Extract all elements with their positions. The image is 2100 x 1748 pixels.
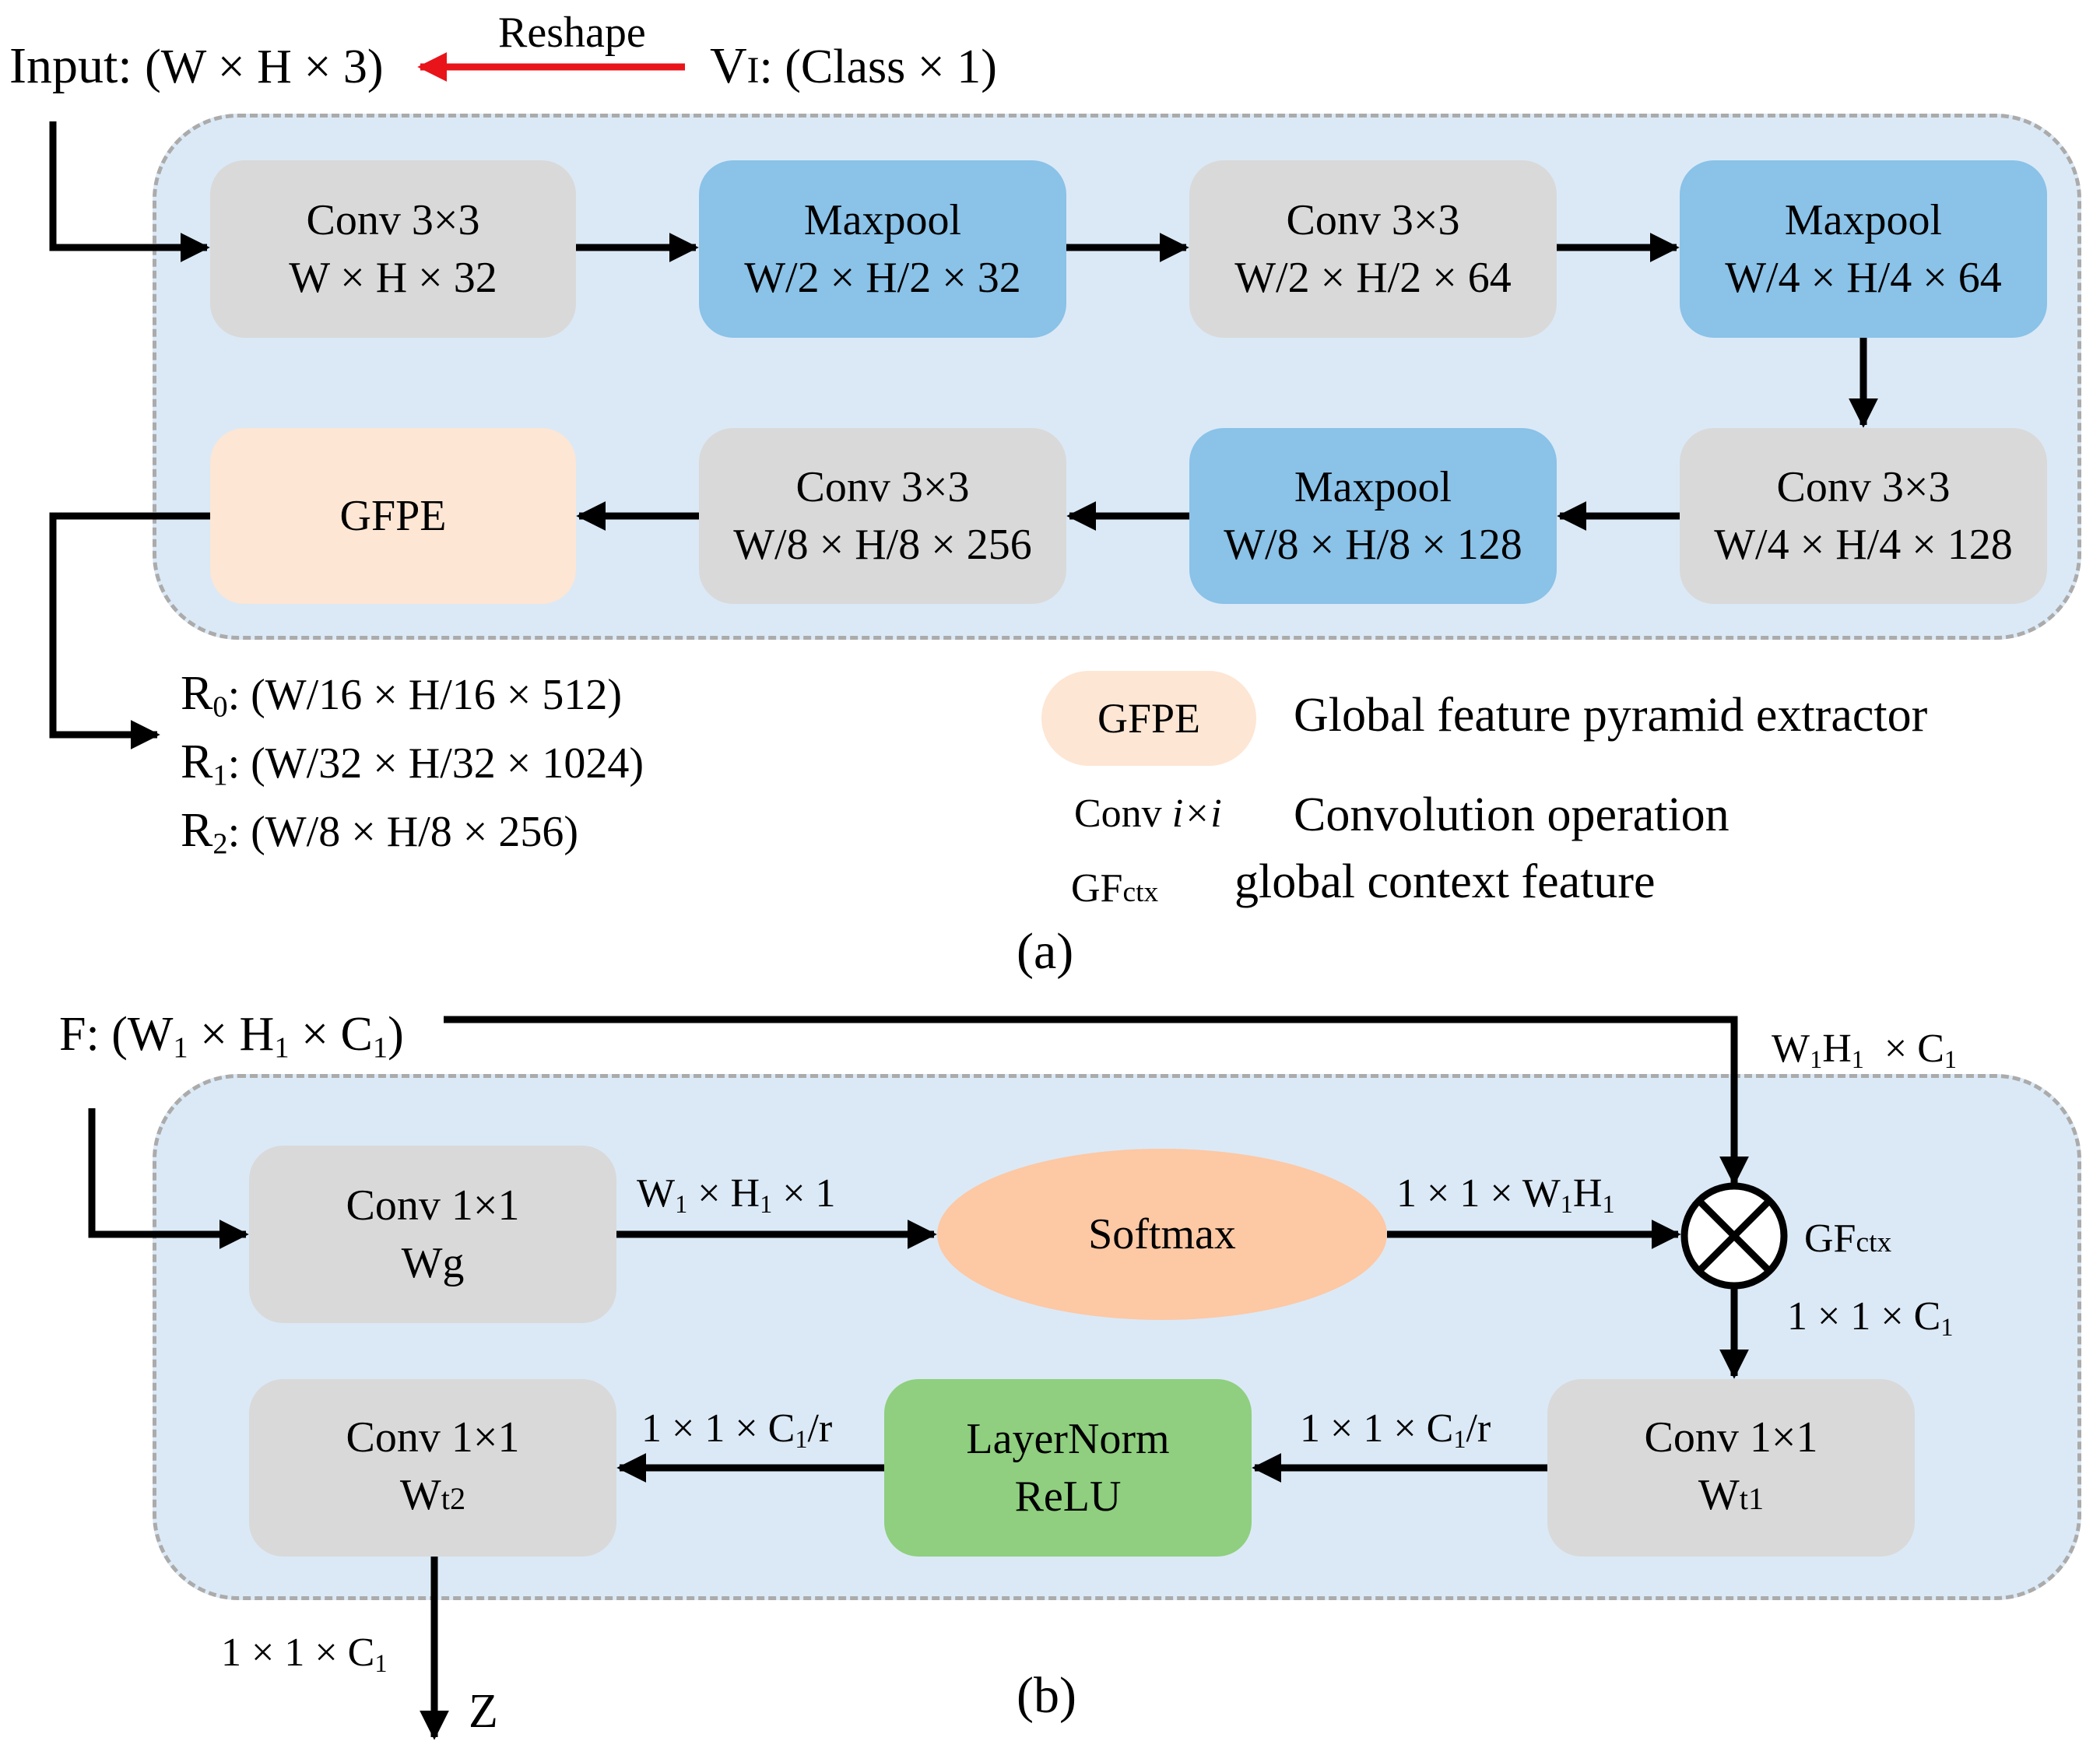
arrow-input-to-conv1 — [49, 121, 210, 262]
legend-gfctx-label: GFctx — [1071, 866, 1159, 911]
legend-conv-label: Conv i×i — [1074, 792, 1222, 836]
reshape-label: Reshape — [498, 9, 646, 57]
legend-gfpe-chip: GFPE — [1041, 671, 1256, 766]
edge-label-wt1-ln: 1 × 1 × C1/r — [1300, 1406, 1491, 1454]
output-z-label: Z — [469, 1685, 498, 1738]
arrow-gfpe-outputs — [49, 512, 210, 749]
edge-label-softmax-mul: 1 × 1 × W1H1 — [1396, 1171, 1615, 1219]
input-label: Input: (W × H × 3) — [9, 37, 384, 94]
edge-label-wg-softmax: W1 × H1 × 1 — [637, 1171, 836, 1219]
caption-b: (b) — [1017, 1667, 1076, 1724]
output-r1: R1: (W/32 × H/32 × 1024) — [181, 735, 644, 792]
legend-conv-desc: Convolution operation — [1294, 788, 1730, 841]
arrow-f-to-wg — [88, 1108, 249, 1249]
f-input-label: F: (W1 × H1 × C1) — [59, 1008, 404, 1065]
legend-gfpe-desc: Global feature pyramid extractor — [1294, 689, 1928, 742]
legend-gfctx-desc: global context feature — [1234, 855, 1656, 908]
conv1x1-wt2-box: Conv 1×1 Wt2 — [249, 1379, 616, 1557]
output-r2: R2: (W/8 × H/8 × 256) — [181, 804, 579, 861]
edge-label-out: 1 × 1 × C1 — [221, 1630, 388, 1678]
gfpe-box: GFPE — [210, 428, 576, 604]
edge-label-mul-down: 1 × 1 × C1 — [1787, 1294, 1954, 1342]
multiply-icon — [1680, 1182, 1788, 1290]
edge-label-ln-wt2: 1 × 1 × C1/r — [641, 1406, 833, 1454]
conv1x1-wt1-box: Conv 1×1 Wt1 — [1547, 1379, 1915, 1557]
gfctx-label: GFctx — [1804, 1216, 1892, 1261]
arrow-f-skip — [444, 1016, 1749, 1186]
edge-label-w1h1-c1: W1H1 × C1 — [1772, 1027, 1958, 1074]
output-r0: R0: (W/16 × H/16 × 512) — [181, 667, 623, 724]
vi-label: VI: (Class × 1) — [710, 37, 997, 94]
caption-a: (a) — [1017, 923, 1074, 980]
softmax-oval: Softmax — [937, 1149, 1387, 1320]
